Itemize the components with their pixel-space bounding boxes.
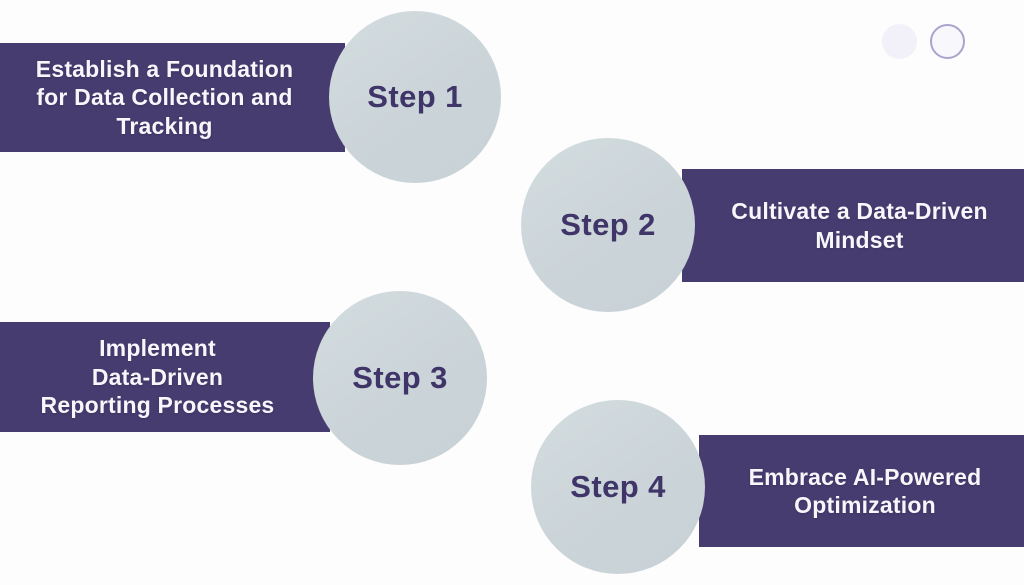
step1-title-line: for Data Collection and [36,84,293,111]
step3-circle: Step 3 [313,291,487,465]
step3-label: Step 3 [352,360,448,395]
step3-title-line: Implement [99,335,216,362]
step4-circle: Step 4 [531,400,705,574]
step4-label: Step 4 [570,469,666,504]
step2-title: Cultivate a Data-Driven Mindset [731,197,987,254]
step4-title-bar: Embrace AI-Powered Optimization [699,435,1024,547]
step3-title-line: Reporting Processes [40,392,275,419]
step2-title-line: Cultivate a Data-Driven [731,198,988,224]
step2-title-line: Mindset [815,226,904,253]
step3-title-line: Data-Driven [91,363,224,390]
step3-title: Implement Data-Driven Reporting Processe… [41,334,275,420]
step1-title-line: Establish a Foundation [35,55,294,82]
step1-title-bar: Establish a Foundation for Data Collecti… [0,43,345,152]
step3-title-bar: Implement Data-Driven Reporting Processe… [0,322,330,432]
step4-title: Embrace AI-Powered Optimization [749,463,982,520]
step4-title-line: Embrace AI-Powered [748,463,982,490]
step2-circle: Step 2 [521,138,695,312]
step2-title-bar: Cultivate a Data-Driven Mindset [682,169,1024,282]
decor-dot-outlined-icon [930,24,965,59]
step1-title-line: Tracking [116,112,213,139]
step1-label: Step 1 [367,79,463,114]
step2-label: Step 2 [560,207,656,242]
decor-dot-filled-icon [882,24,917,59]
step1-title: Establish a Foundation for Data Collecti… [36,55,293,141]
step1-circle: Step 1 [329,11,501,183]
step4-title-line: Optimization [794,492,936,518]
